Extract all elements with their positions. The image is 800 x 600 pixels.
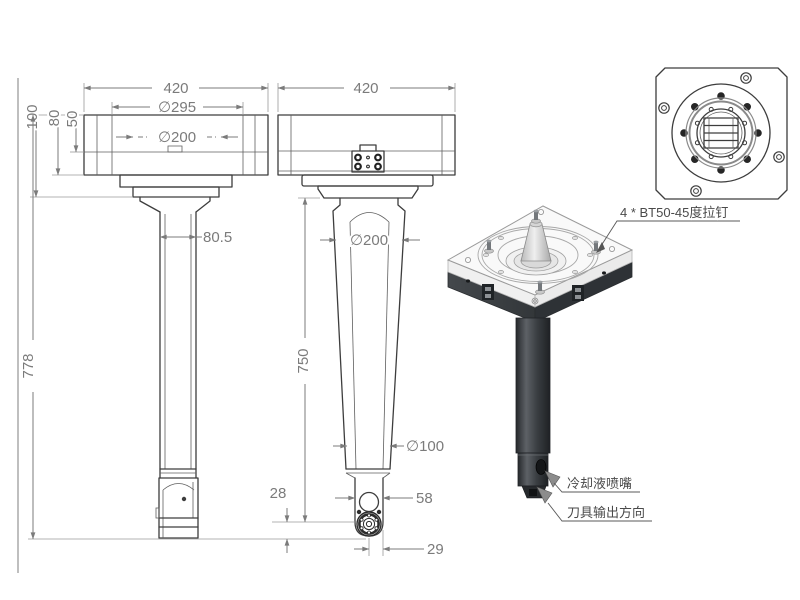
dim-side-nose-width: 58 <box>416 490 433 507</box>
iso-taper-cone <box>505 220 567 276</box>
front-step-2 <box>132 186 220 198</box>
top-ring-outer <box>685 97 757 169</box>
front-neck <box>139 196 211 213</box>
label-tool-output: 刀具输出方向 <box>567 505 645 520</box>
dim-front-flange-dia: ∅295 <box>158 99 196 116</box>
dim-front-overall-width: 420 <box>163 80 188 97</box>
top-view <box>655 67 788 200</box>
top-corner-screws <box>658 72 785 197</box>
top-spline-window <box>703 117 739 149</box>
side-nose <box>354 477 384 537</box>
dim-side-quill-dia: ∅100 <box>406 438 444 455</box>
side-view: 420 ∅200 750 ∅100 58 29 <box>268 78 456 560</box>
top-flange-circle <box>671 83 771 183</box>
top-bore-circle-2 <box>699 111 743 155</box>
label-pull-studs: 4 * BT50-45度拉钉 <box>620 205 728 220</box>
isometric-view: 4 * BT50-45度拉钉 冷却液喷嘴 刀具输出方向 <box>446 204 740 522</box>
side-step-2 <box>317 185 419 199</box>
tool-output-arrow-icon <box>536 486 553 504</box>
top-bore-circle <box>696 108 746 158</box>
iso-annotations: 4 * BT50-45度拉钉 冷却液喷嘴 刀具输出方向 <box>547 204 740 522</box>
iso-corner-screws <box>464 208 616 305</box>
dim-front-overall-height: 778 <box>20 353 37 378</box>
label-coolant-nozzle: 冷却液喷嘴 <box>567 476 632 491</box>
side-connector-detail <box>351 144 385 173</box>
top-plate-outline <box>655 67 788 200</box>
dim-front-shaft-width: 80.5 <box>203 229 232 246</box>
iso-shaft <box>515 317 551 499</box>
coolant-arrow-icon <box>544 470 561 488</box>
iso-pull-studs <box>484 209 601 295</box>
dim-side-overall-width: 420 <box>353 80 378 97</box>
front-tool-head <box>155 477 199 539</box>
side-dimensions: 420 ∅200 750 ∅100 58 29 <box>268 78 456 560</box>
front-key-notch <box>167 145 183 153</box>
dim-side-tip-offset: 29 <box>427 541 444 558</box>
dim-side-shaft-length: 750 <box>295 348 312 373</box>
iso-band-clamps <box>466 271 606 301</box>
side-step-1 <box>301 174 434 187</box>
dim-side-nose-height: 28 <box>270 485 287 502</box>
side-plate <box>277 114 456 176</box>
dim-side-shaft-dia: ∅200 <box>350 232 388 249</box>
front-shaft <box>159 211 197 479</box>
iso-top-bolts <box>483 236 593 274</box>
side-quill <box>332 197 406 479</box>
iso-coolant-nozzle <box>535 459 547 475</box>
dim-front-height-50: 50 <box>64 111 81 128</box>
top-ring-inner <box>688 100 754 166</box>
side-coupling <box>356 511 382 537</box>
front-dimensions: 420 ∅295 ∅200 100 80 50 <box>18 78 366 540</box>
front-step-1 <box>119 174 233 188</box>
front-view: 420 ∅295 ∅200 100 80 50 <box>17 78 366 573</box>
dim-front-spigot-dia: ∅200 <box>158 129 196 146</box>
front-head-screw <box>181 496 187 502</box>
dim-front-height-80: 80 <box>46 110 63 127</box>
leader-arrow-icon <box>596 242 605 253</box>
